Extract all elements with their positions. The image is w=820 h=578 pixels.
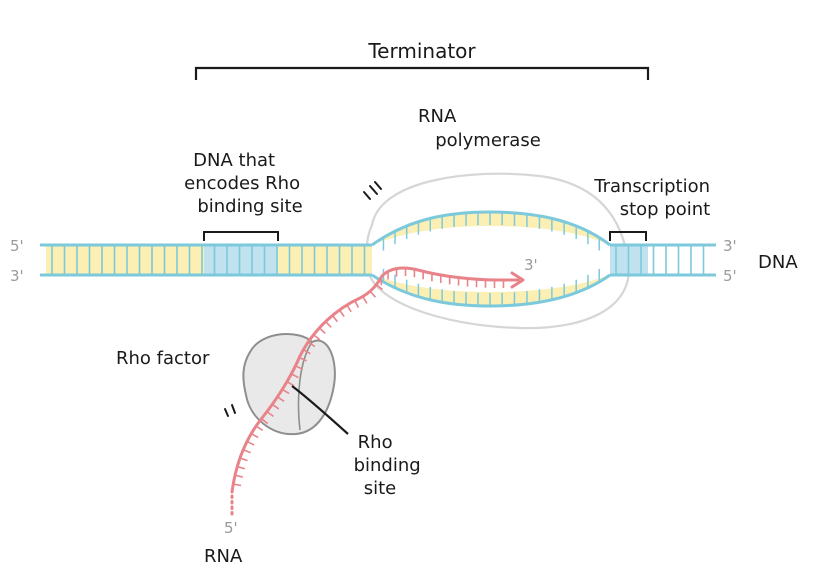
- rho-binding-site-pointer: [291, 385, 349, 435]
- rna-3prime-end: 3': [524, 256, 538, 274]
- dna-left-base-pairs: [51, 245, 366, 275]
- dna-right-base-pairs: [615, 245, 705, 275]
- dna-bottom-left-end: 3': [10, 267, 24, 285]
- rna-polymerase-label: RNA polymerase: [418, 106, 541, 151]
- polymerase-motion-marks: [363, 181, 382, 200]
- dna-bubble-top-strand: [371, 210, 611, 247]
- terminator-label: Terminator: [367, 39, 476, 63]
- rho-site-bracket: [203, 231, 279, 241]
- rho-factor: [242, 332, 336, 436]
- rna-label: RNA: [204, 546, 243, 567]
- dna-bubble-bottom-strand: [371, 273, 611, 308]
- rho-binding-site-label: Rho binding site: [354, 432, 427, 499]
- dna-rho-site-label: DNA that encodes Rho binding site: [184, 150, 306, 217]
- rho-factor-label: Rho factor: [116, 348, 210, 369]
- rna-5prime-end: 5': [224, 519, 238, 537]
- stop-point-label: Transcription stop point: [593, 176, 716, 220]
- rho-factor-divider: [297, 341, 313, 431]
- dna-bubble-bottom-fill: [372, 275, 610, 306]
- rna-transcript: [230, 266, 522, 494]
- dna-bubble-bases: [382, 212, 600, 306]
- dna-bottom-right-end: 5': [723, 267, 737, 285]
- rho-motion-marks: [224, 404, 236, 417]
- dna-bubble-top-fill: [372, 212, 610, 245]
- rna-arrowhead: [510, 271, 525, 289]
- dna-label: DNA: [758, 252, 798, 273]
- dna-top-left-end: 5': [10, 237, 24, 255]
- dna-top-right-end: 3': [723, 237, 737, 255]
- stop-point-bracket: [609, 231, 647, 241]
- terminator-bracket: [194, 66, 650, 80]
- dna-rho-site-fill: [204, 245, 278, 275]
